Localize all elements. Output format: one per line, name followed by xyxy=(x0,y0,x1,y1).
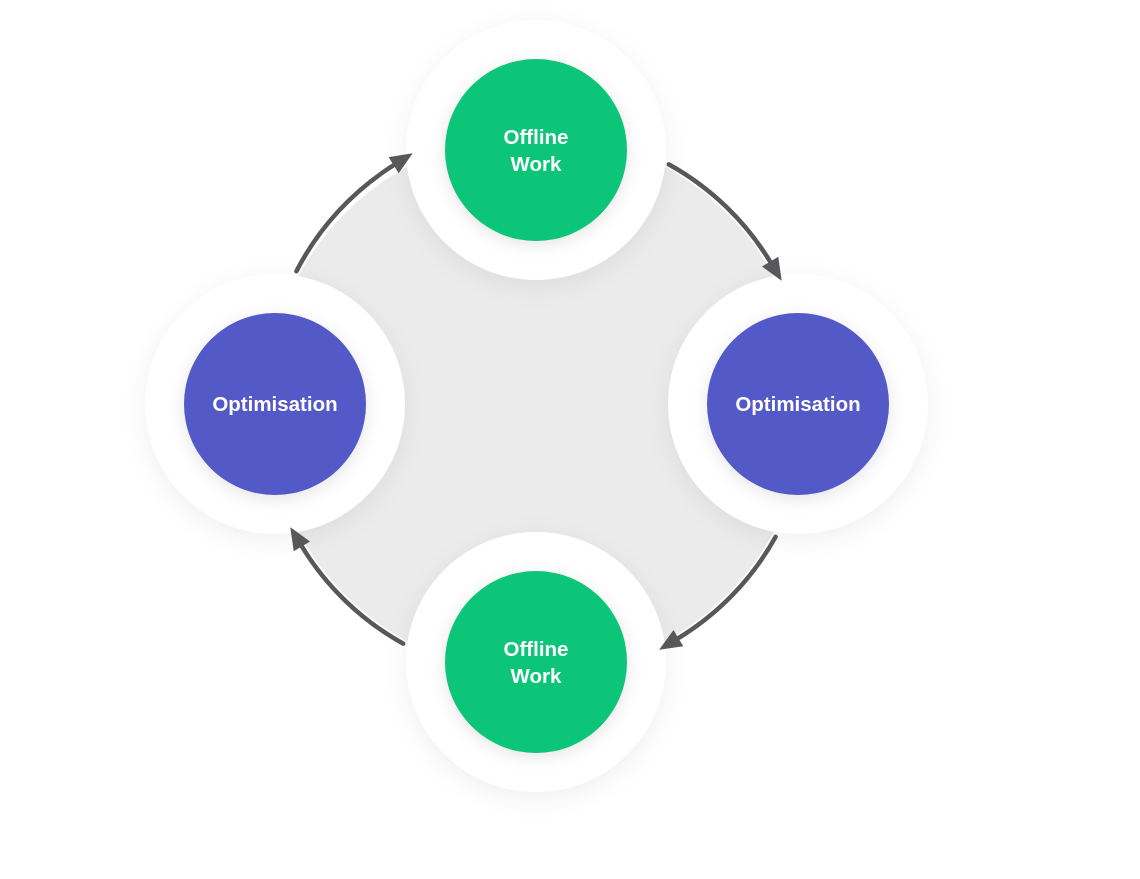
node-bottom-label-line2: Work xyxy=(511,665,562,688)
node-top-circle xyxy=(445,59,627,241)
arrow-left-to-top-icon xyxy=(294,153,413,274)
node-bottom-label-line1: Offline xyxy=(504,638,569,661)
node-right-circle xyxy=(707,313,889,495)
node-left-label: Optimisation xyxy=(212,393,337,416)
arrow-right-to-bottom-icon xyxy=(659,534,778,650)
node-left-circle xyxy=(184,313,366,495)
node-right-label: Optimisation xyxy=(735,393,860,416)
node-top-label-line2: Work xyxy=(511,153,562,176)
center-disc xyxy=(266,134,806,674)
node-bottom-circle xyxy=(445,571,627,753)
arrow-bottom-to-left-icon xyxy=(290,527,406,646)
arrow-top-to-right-icon xyxy=(666,162,782,281)
node-top-label-line1: Offline xyxy=(504,126,569,149)
